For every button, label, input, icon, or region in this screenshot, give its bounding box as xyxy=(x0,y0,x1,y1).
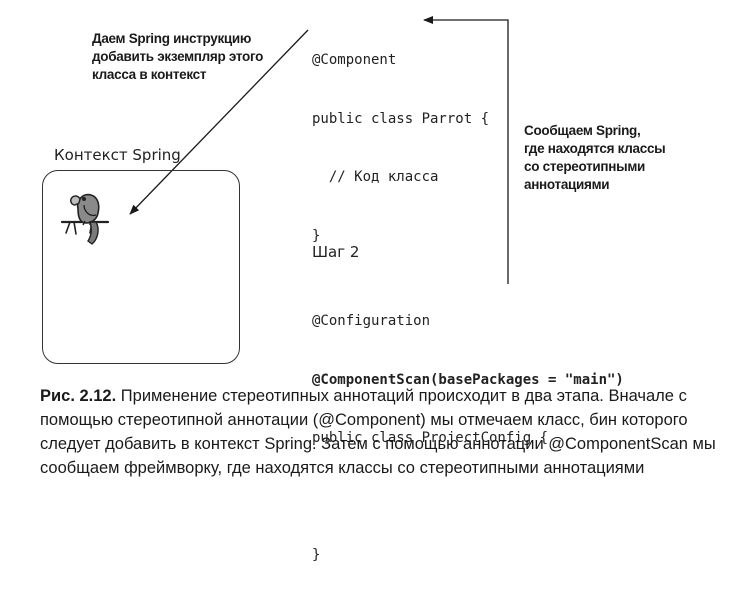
code-project-config: @Configuration @ComponentScan(basePackag… xyxy=(312,273,624,605)
code-line: } xyxy=(312,227,321,244)
caption-text: Применение стереотипных аннотаций происх… xyxy=(40,387,716,477)
context-label: Контекст Spring xyxy=(54,146,181,164)
code-line-component-scan: @ComponentScan(basePackages = "main") xyxy=(312,371,624,388)
arrow-to-context xyxy=(129,29,309,215)
code-line-blank xyxy=(312,488,624,508)
arrow-to-component xyxy=(423,16,509,284)
note-step-1: Даем Spring инструкцию добавить экземпля… xyxy=(92,31,264,82)
spring-context-box xyxy=(42,170,240,364)
code-line: @Configuration xyxy=(312,313,431,329)
code-parrot-class: @Component public class Parrot { // Код … xyxy=(312,12,489,285)
code-line: public class Parrot { xyxy=(312,110,490,127)
note-step-2: Сообщаем Spring, где находятся классы со… xyxy=(524,123,666,192)
step-2-label: Шаг 2 xyxy=(312,243,360,261)
code-line: } xyxy=(312,547,321,563)
figure-caption: Рис. 2.12. Применение стереотипных аннот… xyxy=(40,384,730,480)
caption-figure-number: Рис. 2.12. xyxy=(40,387,117,405)
code-line: @Component xyxy=(312,52,397,68)
arrows-layer xyxy=(129,16,509,284)
code-line: public class ProjectConfig { xyxy=(312,430,549,446)
figure-2-12: Даем Spring инструкцию добавить экземпля… xyxy=(40,12,730,563)
code-line: // Код класса xyxy=(312,169,439,185)
parrot-icon xyxy=(60,193,110,245)
